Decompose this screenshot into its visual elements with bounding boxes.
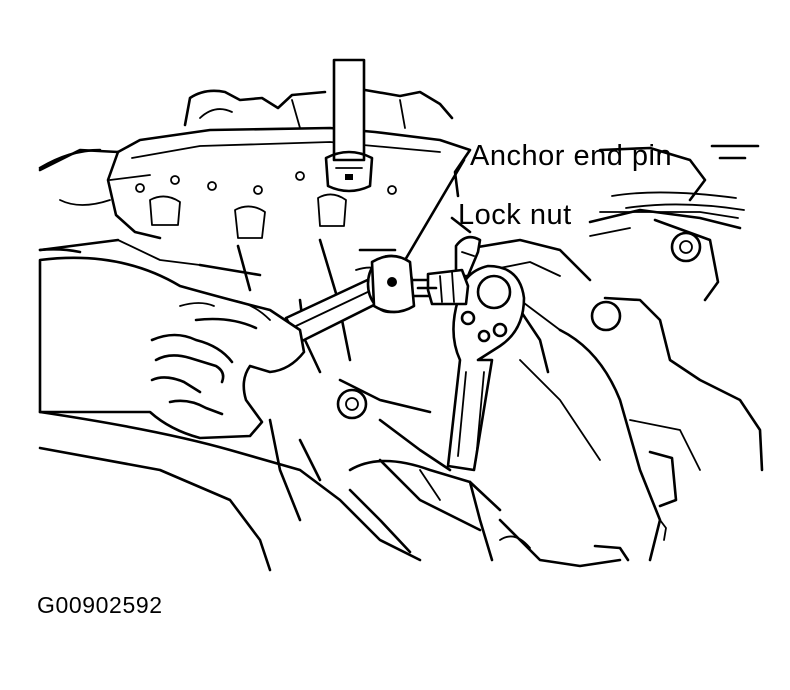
vertical-shaft [324,58,374,193]
casting-detail-right [589,144,760,237]
figure-code: G00902592 [37,592,163,618]
transmission-case [38,88,764,568]
lock-nut-label: Lock nut [458,199,572,231]
upper-left-sleeve [38,148,111,254]
leader-lines [396,158,472,274]
box-end-wrench [446,264,526,472]
right-arm-sleeve [348,459,502,562]
lock-nut [454,235,482,278]
anchor-end-pin [394,268,470,306]
anchor-end-pin-label: Anchor end pin [470,140,673,172]
left-hand [38,256,422,572]
open-end-wrench [284,254,416,344]
